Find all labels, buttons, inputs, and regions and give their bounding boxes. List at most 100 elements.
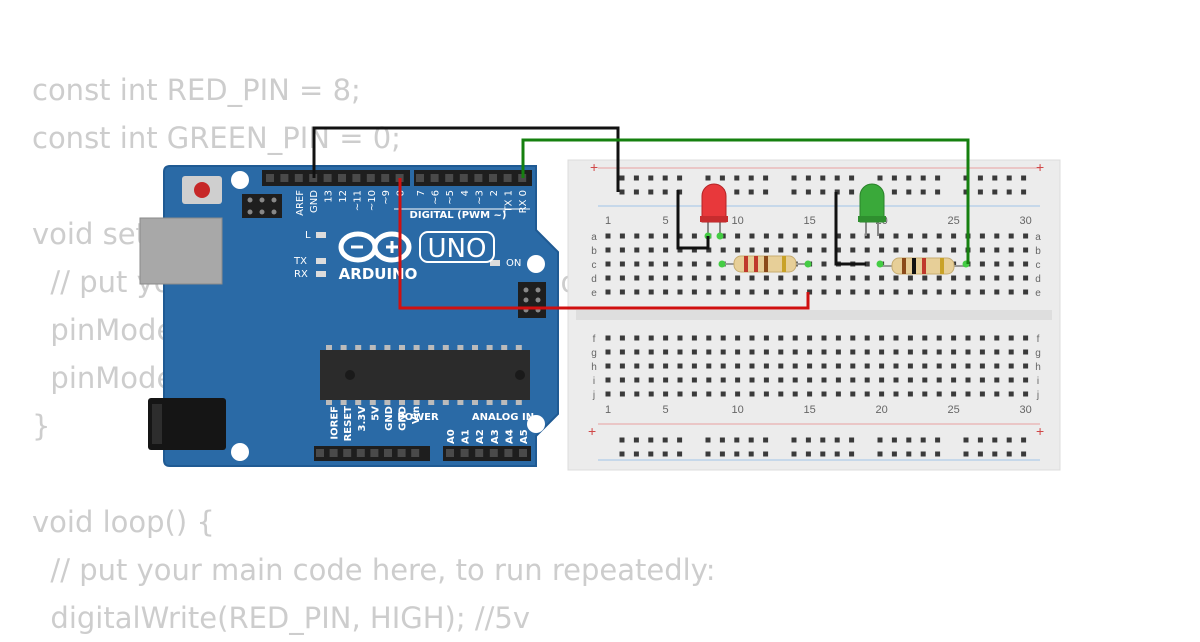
- header-pin[interactable]: [343, 449, 352, 457]
- rail-hole[interactable]: [705, 437, 711, 443]
- breadboard-hole[interactable]: [677, 349, 683, 355]
- rail-hole[interactable]: [1006, 451, 1012, 457]
- breadboard-hole[interactable]: [850, 377, 856, 383]
- rail-hole[interactable]: [648, 437, 654, 443]
- breadboard-hole[interactable]: [763, 363, 769, 369]
- breadboard-hole[interactable]: [691, 289, 697, 295]
- breadboard-hole[interactable]: [648, 377, 654, 383]
- led-red[interactable]: [700, 183, 728, 240]
- breadboard-hole[interactable]: [663, 349, 669, 355]
- header-pin[interactable]: [519, 449, 527, 457]
- breadboard-hole[interactable]: [634, 289, 640, 295]
- breadboard-hole[interactable]: [893, 247, 899, 253]
- rail-hole[interactable]: [820, 189, 826, 195]
- breadboard-hole[interactable]: [979, 391, 985, 397]
- rail-hole[interactable]: [992, 451, 998, 457]
- breadboard-hole[interactable]: [634, 275, 640, 281]
- rail-hole[interactable]: [791, 189, 797, 195]
- header-pin[interactable]: [384, 449, 392, 457]
- breadboard-hole[interactable]: [893, 377, 899, 383]
- breadboard-hole[interactable]: [763, 275, 769, 281]
- breadboard-hole[interactable]: [735, 233, 741, 239]
- rail-hole[interactable]: [648, 451, 654, 457]
- rail-hole[interactable]: [662, 189, 668, 195]
- breadboard-hole[interactable]: [663, 363, 669, 369]
- breadboard-hole[interactable]: [663, 391, 669, 397]
- breadboard-hole[interactable]: [864, 275, 870, 281]
- breadboard-hole[interactable]: [994, 377, 1000, 383]
- breadboard-hole[interactable]: [821, 247, 827, 253]
- rail-hole[interactable]: [805, 437, 811, 443]
- header-pin[interactable]: [459, 174, 468, 182]
- breadboard-hole[interactable]: [677, 261, 683, 267]
- breadboard-hole[interactable]: [807, 233, 813, 239]
- rail-hole[interactable]: [763, 437, 769, 443]
- breadboard-hole[interactable]: [864, 261, 870, 267]
- header-pin[interactable]: [352, 174, 361, 182]
- breadboard-hole[interactable]: [807, 289, 813, 295]
- header-pin[interactable]: [504, 449, 513, 457]
- breadboard-hole[interactable]: [663, 233, 669, 239]
- breadboard-hole[interactable]: [763, 247, 769, 253]
- breadboard-hole[interactable]: [864, 391, 870, 397]
- rail-hole[interactable]: [849, 189, 855, 195]
- rail-hole[interactable]: [834, 437, 840, 443]
- breadboard-hole[interactable]: [922, 247, 928, 253]
- breadboard-hole[interactable]: [951, 289, 957, 295]
- breadboard-hole[interactable]: [619, 391, 625, 397]
- breadboard-hole[interactable]: [922, 289, 928, 295]
- rail-hole[interactable]: [906, 451, 912, 457]
- wire-green-pin0[interactable]: [521, 138, 970, 264]
- breadboard-hole[interactable]: [951, 233, 957, 239]
- breadboard-hole[interactable]: [821, 261, 827, 267]
- rail-hole[interactable]: [619, 437, 625, 443]
- breadboard-hole[interactable]: [835, 233, 841, 239]
- breadboard-hole[interactable]: [835, 335, 841, 341]
- rail-hole[interactable]: [633, 189, 639, 195]
- rail-hole[interactable]: [805, 175, 811, 181]
- breadboard-hole[interactable]: [1008, 247, 1014, 253]
- header-pin[interactable]: [416, 174, 424, 182]
- breadboard-hole[interactable]: [850, 275, 856, 281]
- breadboard-hole[interactable]: [792, 377, 798, 383]
- breadboard-hole[interactable]: [951, 335, 957, 341]
- breadboard-hole[interactable]: [749, 247, 755, 253]
- header-pin[interactable]: [316, 449, 324, 457]
- breadboard-hole[interactable]: [835, 275, 841, 281]
- rail-hole[interactable]: [820, 451, 826, 457]
- wire-red-pin8[interactable]: [398, 178, 810, 310]
- breadboard-hole[interactable]: [807, 349, 813, 355]
- rail-hole[interactable]: [633, 175, 639, 181]
- rail-hole[interactable]: [891, 189, 897, 195]
- breadboard-hole[interactable]: [677, 247, 683, 253]
- breadboard-hole[interactable]: [763, 349, 769, 355]
- rail-hole[interactable]: [791, 175, 797, 181]
- header-pin[interactable]: [503, 174, 512, 182]
- breadboard-hole[interactable]: [663, 335, 669, 341]
- rail-hole[interactable]: [920, 451, 926, 457]
- breadboard-hole[interactable]: [907, 391, 913, 397]
- header-pin[interactable]: [460, 449, 469, 457]
- rail-hole[interactable]: [734, 437, 740, 443]
- rail-hole[interactable]: [977, 175, 983, 181]
- breadboard-hole[interactable]: [936, 363, 942, 369]
- header-pin[interactable]: [356, 449, 365, 457]
- breadboard-hole[interactable]: [749, 233, 755, 239]
- rail-hole[interactable]: [906, 437, 912, 443]
- breadboard-hole[interactable]: [648, 247, 654, 253]
- breadboard-hole[interactable]: [835, 289, 841, 295]
- breadboard-hole[interactable]: [619, 275, 625, 281]
- rail-hole[interactable]: [963, 451, 969, 457]
- rail-hole[interactable]: [1021, 175, 1027, 181]
- header-pin[interactable]: [489, 174, 497, 182]
- breadboard-hole[interactable]: [792, 233, 798, 239]
- breadboard-hole[interactable]: [735, 289, 741, 295]
- header-pin[interactable]: [329, 449, 338, 457]
- header-pin[interactable]: [475, 449, 484, 457]
- breadboard-hole[interactable]: [994, 335, 1000, 341]
- breadboard-hole[interactable]: [994, 247, 1000, 253]
- rail-hole[interactable]: [705, 175, 711, 181]
- breadboard-hole[interactable]: [864, 289, 870, 295]
- breadboard-hole[interactable]: [994, 275, 1000, 281]
- header-pin[interactable]: [280, 174, 289, 182]
